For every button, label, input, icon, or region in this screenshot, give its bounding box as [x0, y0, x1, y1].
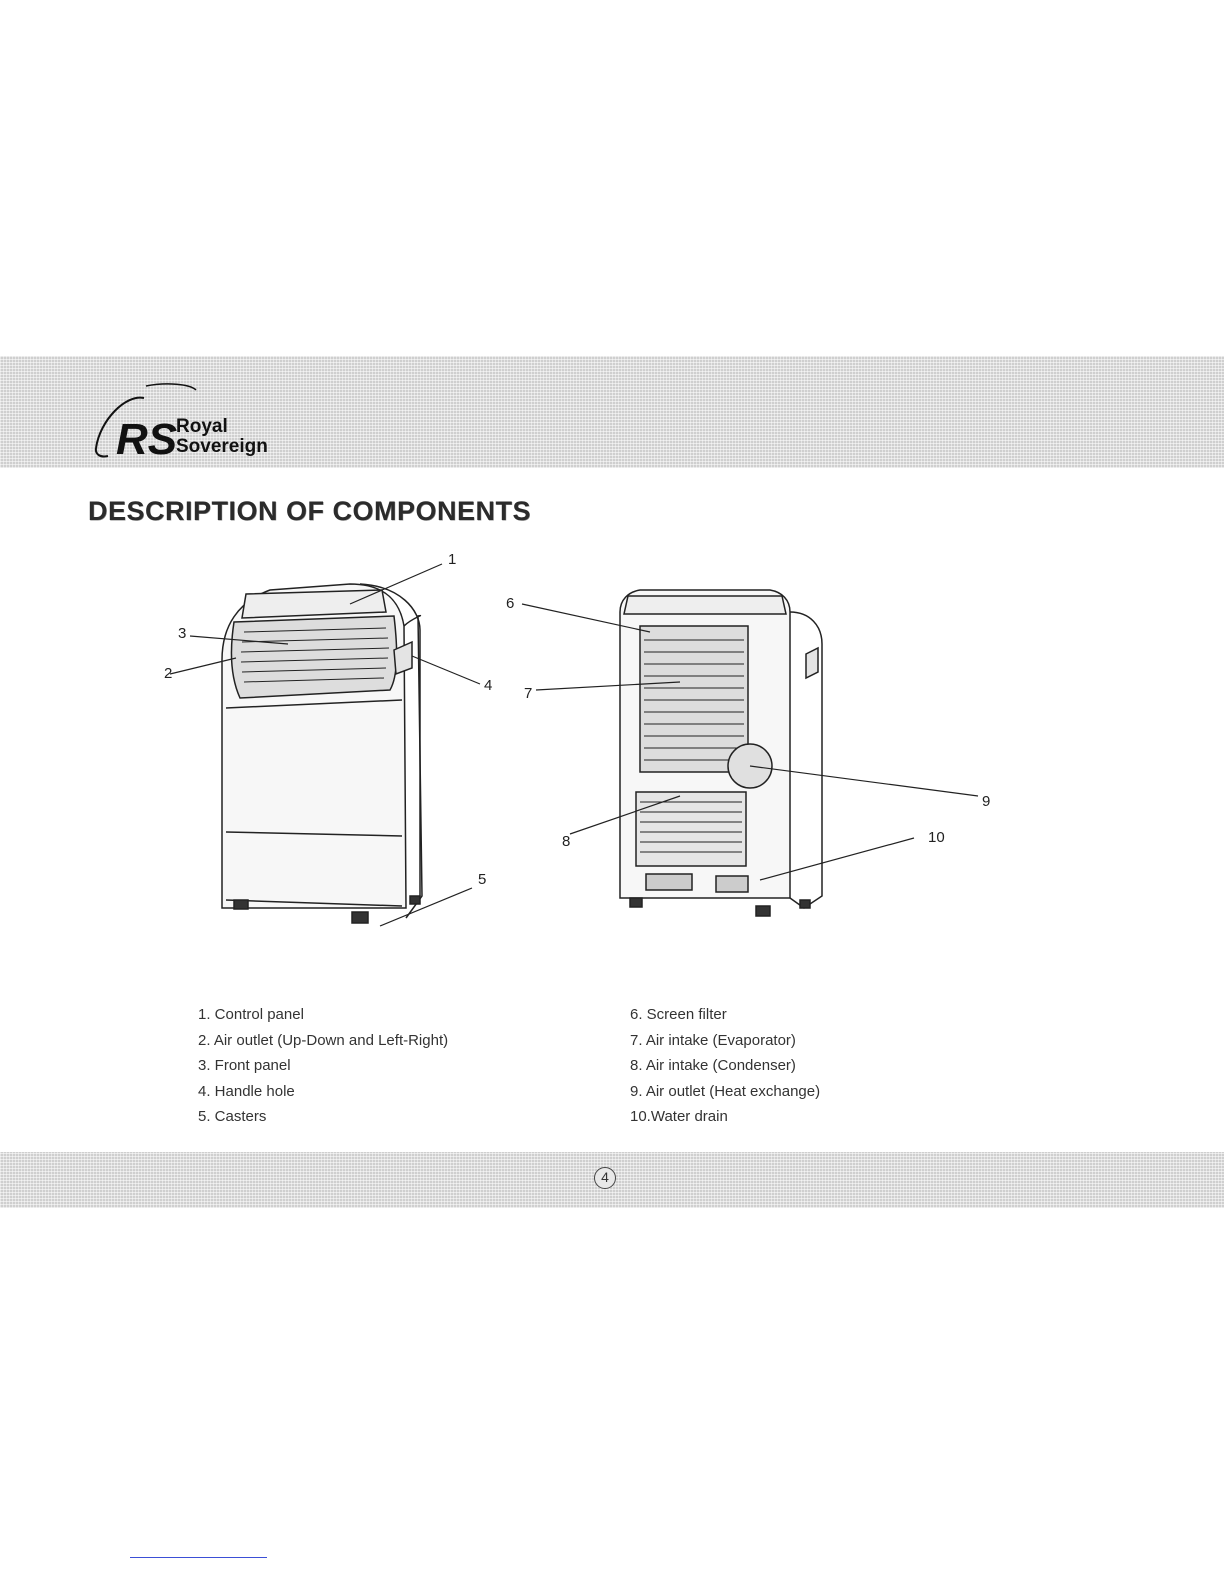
- callout-9: 9: [982, 793, 990, 810]
- callout-2: 2: [164, 665, 172, 682]
- part-item-3: 3. Front panel: [198, 1053, 448, 1079]
- logo-swoosh-top: [146, 384, 196, 390]
- logo-line-2: Sovereign: [176, 436, 268, 457]
- callout-10: 10: [928, 829, 945, 846]
- part-item-7: 7. Air intake (Evaporator): [630, 1028, 820, 1054]
- part-item-2: 2. Air outlet (Up-Down and Left-Right): [198, 1028, 448, 1054]
- royal-sovereign-logo: RS Royal Sovereign: [86, 380, 306, 466]
- part-item-10: 10.Water drain: [630, 1104, 820, 1130]
- components-diagram: 1 2 3 4 5 6 7 8 9 10: [150, 540, 1020, 940]
- parts-list-right: 6. Screen filter 7. Air intake (Evaporat…: [630, 1002, 820, 1130]
- callout-3: 3: [178, 625, 186, 642]
- part-item-1: 1. Control panel: [198, 1002, 448, 1028]
- page-number: 4: [594, 1167, 616, 1189]
- callout-7: 7: [524, 685, 532, 702]
- part-item-4: 4. Handle hole: [198, 1079, 448, 1105]
- rear-view-unit: [620, 590, 822, 916]
- callout-5: 5: [478, 871, 486, 888]
- callout-4: 4: [484, 677, 492, 694]
- callout-8: 8: [562, 833, 570, 850]
- callout-1: 1: [448, 551, 456, 568]
- front-view-unit: [222, 584, 422, 923]
- logo-mark: RS: [116, 415, 177, 464]
- part-item-6: 6. Screen filter: [630, 1002, 820, 1028]
- page-title: DESCRIPTION OF COMPONENTS: [88, 496, 531, 527]
- leader-4: [412, 656, 480, 684]
- part-item-8: 8. Air intake (Condenser): [630, 1053, 820, 1079]
- logo-line-1: Royal: [176, 416, 228, 437]
- callout-6: 6: [506, 595, 514, 612]
- footer-link-rule: [130, 1557, 267, 1558]
- part-item-9: 9. Air outlet (Heat exchange): [630, 1079, 820, 1105]
- part-item-5: 5. Casters: [198, 1104, 448, 1130]
- parts-list-left: 1. Control panel 2. Air outlet (Up-Down …: [198, 1002, 448, 1130]
